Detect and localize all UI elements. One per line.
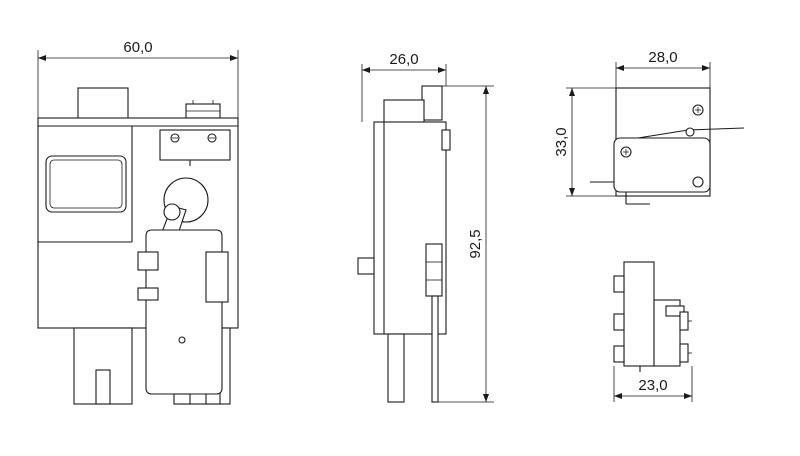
switch-height-label: 33,0 [553,127,570,156]
dimension-front-width: 60,0 [37,39,239,118]
dimension-side-depth: 26,0 [361,51,447,122]
micro-switch-front-view [590,87,745,205]
dimension-switch-height: 33,0 [553,87,616,197]
switch-width-label: 28,0 [648,49,677,66]
switch-side-width-label: 23,0 [638,377,667,394]
side-view [357,85,451,403]
side-height-label: 92,5 [467,229,484,258]
dimension-switch-side-width: 23,0 [613,366,693,402]
dimension-switch-width: 28,0 [615,49,711,88]
front-view [37,87,239,405]
dimension-side-height: 92,5 [438,85,494,403]
micro-switch-side-view [613,261,692,372]
side-depth-label: 26,0 [389,51,418,68]
front-width-label: 60,0 [123,39,152,56]
